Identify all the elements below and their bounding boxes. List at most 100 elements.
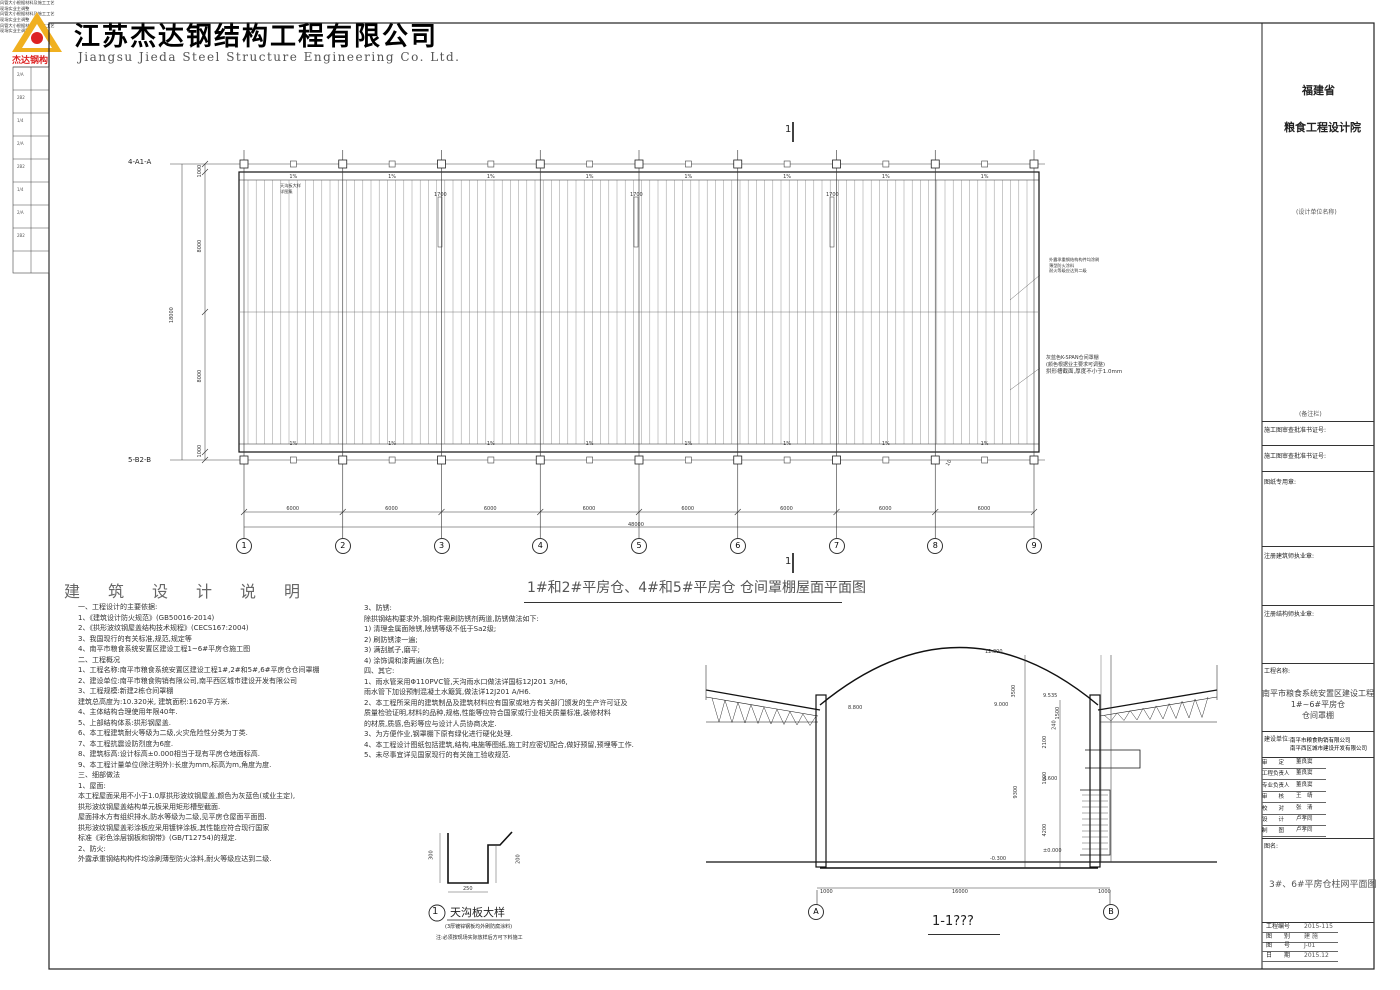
strip-label: 2B2 [17, 95, 25, 100]
client-name: 南平市粮食购销有限公司 南平西区城市建设开发有限公司 [1290, 738, 1367, 753]
leader-fireproof [1009, 274, 1041, 301]
info-line-0 [1262, 932, 1338, 933]
axis-circle-5: 5 [631, 538, 647, 554]
note-line: 2) 刷防锈漆一遍; [364, 635, 418, 644]
logo-text: 杰达钢构 [12, 56, 49, 66]
section-level-2: 8.800 [848, 705, 863, 711]
signature-name-4: 张 清 [1296, 804, 1313, 811]
mid-column-bottom [290, 456, 297, 464]
strip-label: 2/A [17, 210, 24, 215]
note-line: 2、本工程所采用的建筑制品及建筑材料应有国家或地方有关部门颁发的生产许可证及 [364, 698, 628, 707]
hole-dim-3: 1700 [826, 192, 839, 198]
note-line: 外露承重钢结构构件均涂刷薄型防火涂料,耐火等级应达到二级. [78, 855, 272, 863]
note-line: 拱形波纹钢屋盖结构单元板采用矩形槽型截面. [78, 802, 221, 811]
mid-column-bottom [981, 456, 988, 464]
drawing-label: 图名: [1264, 843, 1279, 850]
note-line: 标准《彩色涂层钢板和钢带》(GB/T12754)的规定. [78, 834, 237, 842]
info-value-1: 建 施 [1304, 932, 1318, 940]
mid-column-bottom [882, 456, 890, 464]
signature-role-4: 校 对 [1262, 804, 1326, 815]
column-bottom-3 [437, 455, 446, 465]
note-line: 3、为方便作业,钢罩棚下原有绿化进行硬化处理. [364, 730, 513, 738]
fireproof-line2: 薄型防火涂料 [1049, 262, 1075, 268]
project-name-line2: 1#~6#平房仓 [1290, 700, 1346, 710]
seal-label: 图纸专用章: [1264, 479, 1297, 486]
dim-tick [1030, 508, 1038, 516]
signature-role-1: 工程负责人 [1262, 769, 1326, 781]
section-small-dim-240: 240 [1051, 720, 1058, 730]
mid-column-top [290, 160, 297, 168]
info-line-1 [1262, 941, 1338, 943]
fireproof-line3: 耐火等级应达到二级 [1049, 268, 1087, 274]
mid-column-top [882, 160, 890, 168]
section-dim-3: 4200 [1042, 823, 1049, 837]
slope-label-bottom-8: 1% [980, 441, 989, 447]
right-roof-under [1099, 696, 1218, 717]
slope-label-bottom-4: 1% [585, 441, 594, 447]
dim-tick [932, 508, 939, 516]
mid-column-top [487, 160, 495, 168]
row-label-bottom: 5-B2-B [128, 456, 152, 464]
mid-column-top [981, 160, 988, 168]
hole-note-a-1: 风管大小根据材料及施工工艺 [0, 0, 55, 5]
slope-label-top-8: 1% [980, 174, 989, 180]
left-truss [737, 702, 752, 724]
column-top-1 [239, 159, 249, 169]
section-mark-bottom: 1 [785, 556, 792, 567]
roof-plan [170, 122, 1045, 573]
axis-circle-2: 2 [334, 538, 351, 554]
mid-column-top [586, 160, 593, 168]
tb-line-8 [1262, 757, 1374, 758]
column-bottom-6 [733, 455, 743, 465]
note-line: 1、《建筑设计防火规范》(GB50016-2014) [78, 613, 215, 622]
column-bottom-7 [832, 455, 841, 465]
note-line: 4、本工程设计图纸包括建筑,结构,电施等图纸,施工时应密切配合,做好预留,预埋等… [364, 740, 634, 749]
signature-role-6: 制 图 [1262, 826, 1326, 838]
info-value-3: 2015.12 [1304, 951, 1329, 959]
gutter-detail-number: 1 [432, 906, 439, 917]
strip-label: 1/4 [17, 118, 24, 123]
dim-tick [635, 508, 643, 516]
axis-circle-6: 6 [729, 538, 746, 554]
signature-name-0: 董良窦 [1296, 759, 1313, 765]
project-label: 工程名称: [1264, 668, 1291, 675]
gutter-detail-sub1: (3厚镀锌钢板均外刷防腐涂料) [445, 924, 513, 930]
right-truss [1116, 710, 1131, 721]
mid-column-top [783, 160, 791, 168]
note-line: 二、工程概况 [78, 655, 120, 664]
project-name: 南平市粮食系统安置区建设工程 1#~6#平房仓 仓间罩棚 [1262, 688, 1374, 722]
gutter-dim-250: 250 [463, 886, 473, 892]
signature-name-3: 王 靖 [1296, 793, 1313, 800]
note-line: 3) 满刮腻子,磨平; [364, 646, 420, 654]
signature-name-2: 董良窦 [1296, 781, 1313, 788]
hole-marker-1 [437, 196, 443, 248]
side-dim-5: 1000 [197, 444, 204, 458]
right-platform [1085, 749, 1141, 769]
slope-label-top-1: 1% [289, 174, 298, 180]
side-dim-2: 8000 [197, 239, 204, 253]
fireproof-callout: 外露承重钢结构构件均涂刷 薄型防火涂料 耐火等级应达到二级 [1049, 257, 1099, 274]
signature-role-3: 审 核 [1262, 792, 1326, 804]
slope-label-top-5: 1% [684, 174, 693, 180]
column-a [815, 694, 827, 868]
info-label-1: 图 别 [1266, 932, 1291, 940]
signature-name-1: 董良窦 [1296, 770, 1313, 777]
section-dim-1: 2100 [1042, 735, 1049, 749]
column-top-2 [338, 159, 348, 169]
note-line: 5、上部结构体系:拱形钢屋盖. [78, 718, 172, 727]
hole-marker-2 [633, 196, 639, 248]
note-line: 3、我国现行的有关标准,规范,规定等 [78, 634, 192, 643]
info-label-0: 工程编号 [1266, 923, 1291, 930]
note-line: 除拱钢结构要求外,钢构件需刷防锈剂两道,防锈做法如下: [364, 614, 539, 623]
section-level-1: 9.535 [1043, 693, 1058, 699]
slope-label-top-7: 1% [881, 174, 890, 180]
bay-dim-7: 6000 [878, 506, 892, 512]
tb-line-6 [1262, 663, 1374, 664]
bay-dim-3: 6000 [483, 506, 497, 512]
bay-dim-6: 6000 [780, 506, 793, 512]
binding-strip [13, 66, 49, 252]
note-line: 3、防锈: [364, 604, 392, 612]
gutter-dim-300: 300 [428, 850, 435, 860]
bay-dim-2: 6000 [385, 506, 398, 512]
